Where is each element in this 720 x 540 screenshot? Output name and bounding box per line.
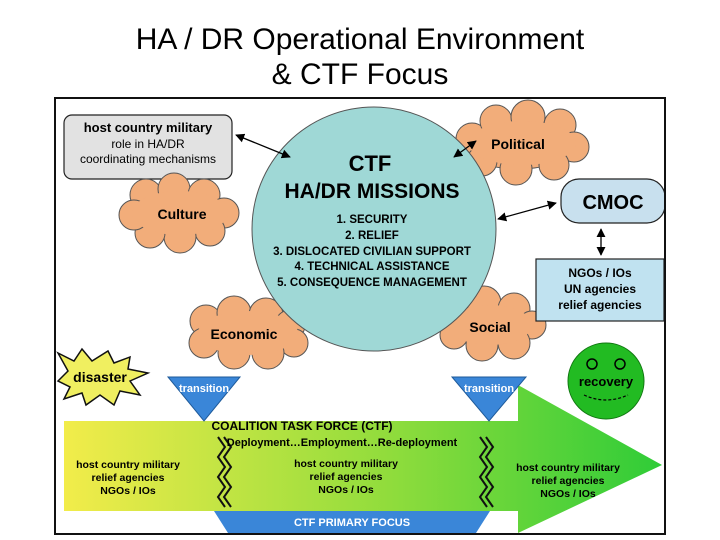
arrow-left-line-1: host country military (76, 459, 180, 471)
arrow-circle-to-political (453, 140, 477, 158)
smiley-mouth (583, 394, 629, 401)
ngo-box-line-3: relief agencies (558, 298, 642, 312)
culture-cloud (118, 172, 240, 254)
arrow-circle-to-cmoc (497, 200, 557, 222)
transition-label-right: transition (464, 383, 514, 395)
ctf-arrow-subheading: Deployment…Employment…Re-deployment (227, 437, 458, 449)
arrow-left-line-2: relief agencies (92, 472, 165, 484)
arrow-host-to-circle (235, 133, 291, 159)
arrow-middle-line-3: NGOs / IOs (318, 484, 374, 496)
arrow-middle-line-1: host country military (294, 458, 398, 470)
disaster-burst (56, 347, 151, 407)
arrow-middle-line-2: relief agencies (310, 471, 383, 483)
smiley-left-eye (586, 358, 598, 370)
recovery-label: recovery (579, 374, 634, 389)
mission-item-5: 5. CONSEQUENCE MANAGEMENT (277, 277, 467, 289)
ctf-arrow-heading: COALITION TASK FORCE (CTF) (211, 419, 392, 433)
host-box-line-2: role in HA/DR (111, 137, 185, 151)
cmoc-box (560, 178, 664, 224)
transition-wedge-right (450, 376, 528, 422)
transition-label-left: transition (179, 383, 229, 395)
arrow-right-line-3: NGOs / IOs (540, 488, 596, 500)
economic-cloud (188, 295, 309, 370)
separator-right-2 (484, 436, 495, 508)
cmoc-label: CMOC (582, 192, 643, 214)
ctf-arrow-shape (64, 385, 662, 533)
ngo-box-line-2: UN agencies (564, 282, 636, 296)
ctf-circle-heading-2: HA/DR MISSIONS (284, 180, 459, 203)
host-box-line-1: host country military (84, 120, 213, 135)
environment-diagram: transition transition CTF PRIMARY FOCUS … (56, 99, 664, 533)
political-label: Political (491, 136, 545, 152)
ctf-circle-heading-1: CTF (349, 151, 392, 176)
mission-item-2: 2. RELIEF (345, 230, 399, 242)
economic-label: Economic (211, 326, 278, 342)
primary-focus-label: CTF PRIMARY FOCUS (294, 517, 410, 529)
disaster-label: disaster (73, 369, 127, 385)
smiley-right-eye (614, 358, 626, 370)
separator-right (478, 436, 489, 508)
ctf-missions-circle (251, 106, 497, 352)
diagram-frame: transition transition CTF PRIMARY FOCUS … (54, 97, 666, 535)
arrow-right-line-2: relief agencies (532, 475, 605, 487)
political-cloud (455, 99, 590, 186)
page-title-line-2: & CTF Focus (271, 58, 449, 91)
social-label: Social (469, 319, 510, 335)
mission-item-1: 1. SECURITY (337, 214, 408, 226)
page-title-line-1: HA / DR Operational Environment (135, 23, 585, 56)
culture-label: Culture (158, 206, 207, 222)
mission-item-3: 3. DISLOCATED CIVILIAN SUPPORT (273, 246, 471, 258)
separator-left-2 (222, 436, 233, 508)
ngo-box-line-1: NGOs / IOs (568, 266, 632, 280)
primary-focus-bar (214, 511, 490, 533)
arrow-right-line-1: host country military (516, 462, 620, 474)
ngo-box (535, 258, 664, 322)
arrow-left-line-3: NGOs / IOs (100, 485, 156, 497)
mission-item-4: 4. TECHNICAL ASSISTANCE (294, 261, 449, 273)
host-box-line-3: coordinating mechanisms (80, 152, 216, 166)
separator-left (216, 436, 227, 508)
transition-wedge-left (166, 376, 242, 422)
